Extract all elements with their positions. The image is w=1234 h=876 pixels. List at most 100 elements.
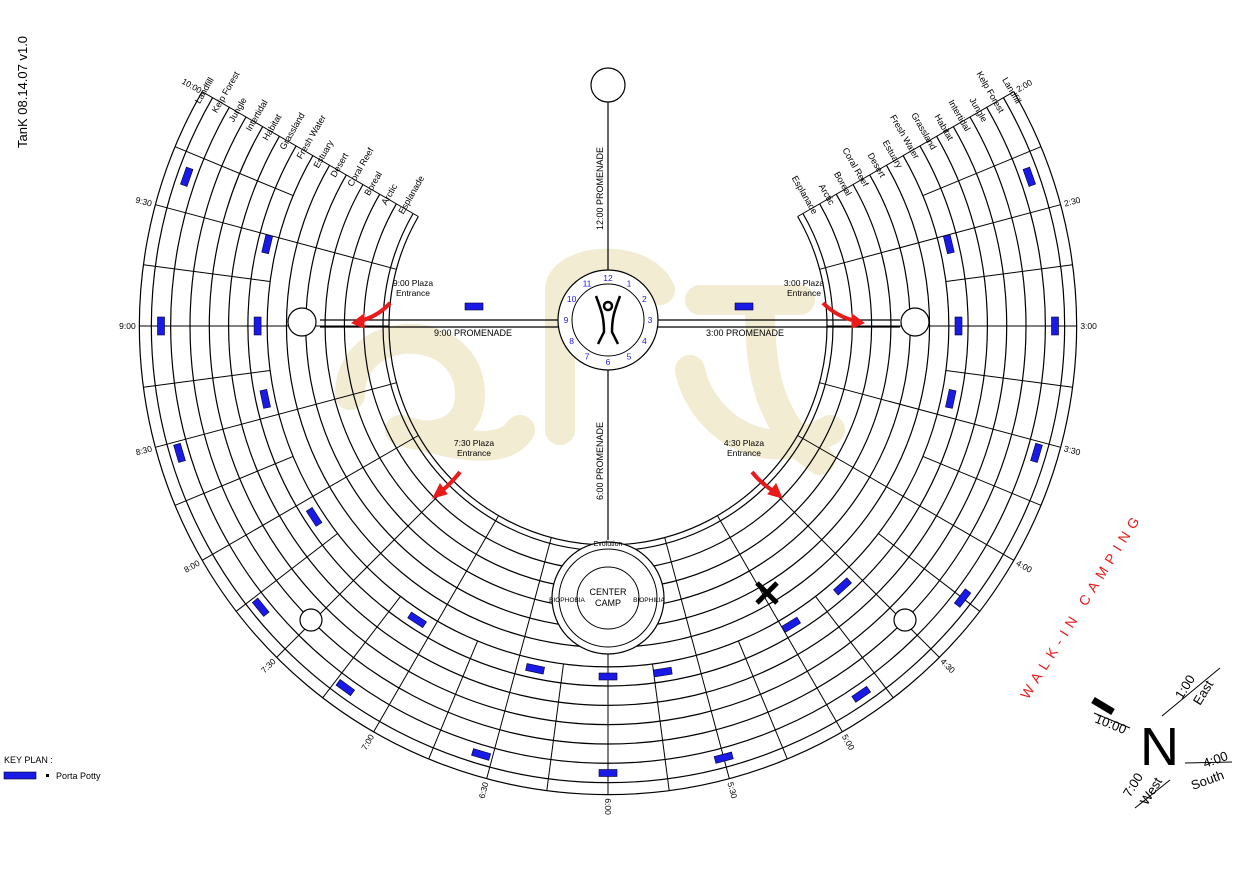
x-mark-icon xyxy=(755,581,779,605)
street-label-left: Esplanade xyxy=(396,174,426,216)
center-camp-title-1: CENTER xyxy=(589,587,627,597)
compass-n: N xyxy=(1140,717,1179,777)
radial-street xyxy=(797,435,1015,561)
key-plan: KEY PLAN : Porta Potty xyxy=(3,755,101,781)
porta-potty xyxy=(942,234,955,255)
porta-potty xyxy=(471,748,492,761)
clock-number: 6 xyxy=(606,357,611,367)
clock-number: 5 xyxy=(627,351,632,361)
center-camp-biophilia: BIOPHILIA xyxy=(633,597,665,604)
plaza-730 xyxy=(299,608,323,632)
time-label: 7:30 xyxy=(259,656,278,675)
clock-number: 12 xyxy=(603,273,613,283)
compass-1000: 10:00 xyxy=(1093,711,1129,737)
street-label-left: Arctic xyxy=(379,182,399,207)
plaza-entrances: 9:00 Plaza Entrance 3:00 Plaza Entrance … xyxy=(351,278,865,499)
time-label: 9:00 xyxy=(119,321,136,331)
porta-potty xyxy=(1030,442,1043,463)
time-label: 3:30 xyxy=(1063,443,1082,457)
radial-street xyxy=(155,382,397,448)
compass: 10:00 N 1:00 East 4:00 South 7:00 West xyxy=(1091,667,1233,809)
radial-street xyxy=(717,515,843,733)
radial-street-minor xyxy=(143,370,271,388)
radial-street xyxy=(762,480,940,658)
clock-number: 11 xyxy=(583,279,592,289)
street-label-left: Jungle xyxy=(227,96,249,124)
compass-south: South xyxy=(1189,767,1226,793)
promenade-3-label: 3:00 PROMENADE xyxy=(706,328,784,338)
compass-400: 4:00 xyxy=(1201,748,1230,771)
porta-potty xyxy=(713,751,734,764)
plaza-3 xyxy=(900,307,930,337)
clock-number: 10 xyxy=(567,294,577,304)
porta-potty xyxy=(653,666,673,678)
porta-potty xyxy=(781,616,802,633)
time-label: 5:00 xyxy=(840,733,857,753)
street-label-left: Boreal xyxy=(362,170,384,198)
promenades: 12:00 PROMENADE 6:00 PROMENADE 9:00 PROM… xyxy=(320,67,900,540)
entrance-9-l1: 9:00 Plaza xyxy=(393,278,433,288)
radial-street-minor xyxy=(922,146,1042,197)
time-label: 4:00 xyxy=(1015,558,1035,575)
porta-potties xyxy=(157,166,1059,777)
radial-street-minor xyxy=(428,640,479,760)
porta-potty xyxy=(335,679,356,697)
porta-potty xyxy=(259,389,271,409)
man-figure-icon xyxy=(594,295,622,345)
key-title: KEY PLAN : xyxy=(4,755,53,765)
radial-street xyxy=(486,537,552,779)
time-label: 6:30 xyxy=(477,781,491,800)
radial-street xyxy=(276,480,454,658)
clock-number: 9 xyxy=(564,315,569,325)
time-label: 6:00 xyxy=(603,798,613,815)
clock-number: 4 xyxy=(642,336,647,346)
radial-street-minor xyxy=(737,640,788,760)
porta-potty xyxy=(953,588,972,608)
clock-number: 2 xyxy=(642,294,647,304)
key-potty-swatch xyxy=(3,771,37,780)
radial-street-minor xyxy=(652,663,670,791)
time-label: 3:00 xyxy=(1080,321,1097,331)
watermark-emblem xyxy=(335,248,845,475)
time-label: 7:00 xyxy=(359,732,376,752)
plaza-430 xyxy=(893,608,917,632)
porta-potty xyxy=(261,234,274,255)
time-label: 2:00 xyxy=(1015,77,1035,94)
porta-potty xyxy=(157,316,165,336)
radial-streets xyxy=(139,91,1077,795)
clock-number: 7 xyxy=(585,351,590,361)
radial-street-minor xyxy=(815,596,894,699)
time-label: 9:30 xyxy=(135,195,154,209)
radial-street-minor xyxy=(322,596,401,699)
map-title: TanK 08.14.07 v1.0 xyxy=(15,36,30,148)
entrance-9-l2: Entrance xyxy=(396,288,430,298)
porta-potty xyxy=(251,597,270,617)
center-camp: CENTER CAMP Evolution BIOPHOBIA BIOPHILI… xyxy=(549,541,666,655)
porta-potty xyxy=(734,302,754,311)
radial-street xyxy=(819,382,1061,448)
entrance-730-l2: Entrance xyxy=(457,448,491,458)
entrance-3-l1: 3:00 Plaza xyxy=(784,278,824,288)
porta-potty xyxy=(598,672,618,681)
promenade-9-label: 9:00 PROMENADE xyxy=(434,328,512,338)
radial-street xyxy=(797,91,1015,217)
porta-potty xyxy=(173,442,186,463)
center-camp-biophobia: BIOPHOBIA xyxy=(549,597,585,604)
street-label-left: Desert xyxy=(328,151,350,179)
porta-potty xyxy=(954,316,963,336)
radial-street xyxy=(819,204,1061,270)
radial-street xyxy=(155,204,397,270)
street-label-right: Estuary xyxy=(881,138,905,170)
time-label: 2:30 xyxy=(1063,195,1082,209)
entrance-3-l2: Entrance xyxy=(787,288,821,298)
porta-potty xyxy=(833,577,852,596)
clock-number: 8 xyxy=(569,336,574,346)
temple-circle xyxy=(590,67,626,103)
center-camp-evolution: Evolution xyxy=(594,541,623,548)
radial-street-minor xyxy=(174,146,294,197)
porta-potty xyxy=(180,166,194,187)
key-porta-label: Porta Potty xyxy=(56,771,101,781)
time-label: 8:30 xyxy=(135,443,154,457)
